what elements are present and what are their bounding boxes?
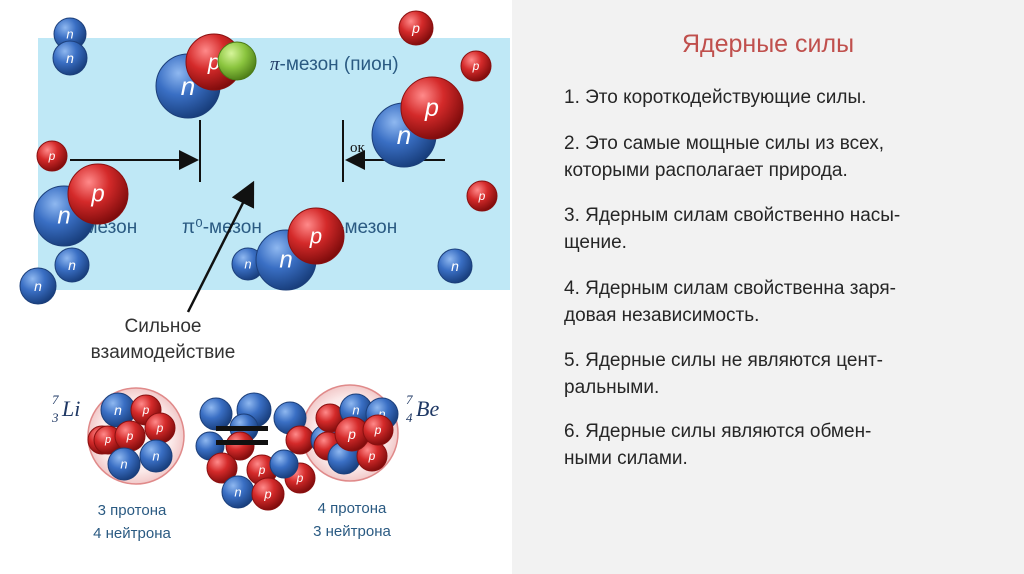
proton-sphere: p <box>37 141 67 171</box>
neutron-letter: n <box>68 257 76 273</box>
proton-sphere: p <box>252 478 284 510</box>
neutron-sphere: n <box>20 268 56 304</box>
neutron-sphere <box>200 398 232 430</box>
proton-letter: p <box>347 426 356 442</box>
neutron-letter: n <box>34 278 42 294</box>
neutron-letter: n <box>120 457 127 472</box>
proton-sphere: p <box>461 51 491 81</box>
be-neutrons: 3 нейтрона <box>313 523 391 540</box>
property-5: 5. Ядерные силы не являются цент- ральны… <box>564 347 994 401</box>
proton-sphere: p <box>288 208 344 264</box>
neutron-letter: n <box>152 449 159 464</box>
neutron-sphere: n <box>53 41 87 75</box>
neutron-letter: n <box>66 50 74 66</box>
proton-sphere: p <box>363 415 393 445</box>
proton-letter: p <box>156 421 164 435</box>
neutron-sphere: n <box>438 249 472 283</box>
equals-bar-top <box>216 426 268 431</box>
svg-text:7: 7 <box>52 392 59 407</box>
li-neutrons: 4 нейтрона <box>93 525 171 542</box>
text-panel: Ядерные силы 1. Это короткодействующие с… <box>512 0 1024 574</box>
proton-sphere: p <box>115 421 145 451</box>
nuclear-forces-diagram: π-мезон (пион) π⁺-мезон π⁰-мезон π⁻-мезо… <box>0 0 512 574</box>
proton-letter: p <box>309 224 322 249</box>
pion-label: π-мезон (пион) <box>270 54 399 75</box>
proton-sphere: p <box>399 11 433 45</box>
proton-letter: p <box>104 434 111 446</box>
proton-sphere: p <box>145 413 175 443</box>
neutron-sphere: n <box>108 448 140 480</box>
neutron-letter: n <box>279 247 292 274</box>
proton-letter: p <box>296 471 304 485</box>
diagram-panel: π-мезон (пион) π⁺-мезон π⁰-мезон π⁻-мезо… <box>0 0 512 574</box>
proton-sphere: p <box>467 181 497 211</box>
proton-letter: p <box>472 59 480 73</box>
proton-letter: p <box>258 463 266 477</box>
proton-sphere <box>286 426 314 454</box>
li-protons: 3 протона <box>98 502 167 519</box>
svg-text:4: 4 <box>406 410 413 425</box>
svg-text:Li: Li <box>61 396 80 421</box>
svg-text:Be: Be <box>416 396 439 421</box>
proton-letter: p <box>478 189 486 203</box>
li-symbol: 7 3 Li <box>51 392 80 425</box>
neutron-sphere: n <box>222 476 254 508</box>
pion-sphere <box>218 42 256 80</box>
meson-zero-label: π⁰-мезон <box>182 217 262 238</box>
property-2: 2. Это самые мощные силы из всех, которы… <box>564 130 994 184</box>
neutron-letter: n <box>352 403 359 418</box>
proton-sphere: p <box>401 77 463 139</box>
neutron-letter: n <box>66 27 73 42</box>
neutron-letter: n <box>244 257 251 272</box>
strong-interaction-label-1: Сильное <box>125 316 202 337</box>
svg-text:3: 3 <box>51 410 59 425</box>
proton-letter: p <box>424 94 439 122</box>
proton-sphere: p <box>68 164 128 224</box>
proton-letter: p <box>368 449 376 463</box>
proton-letter: p <box>142 403 150 417</box>
be-protons: 4 протона <box>318 500 387 517</box>
proton-letter: p <box>374 423 382 437</box>
proton-letter: p <box>126 429 134 443</box>
property-4: 4. Ядерным силам свойственна заря- довая… <box>564 275 994 329</box>
neutron-letter: n <box>234 485 241 500</box>
svg-text:7: 7 <box>406 392 413 407</box>
neutron-sphere: n <box>140 440 172 472</box>
be-symbol: 7 4 Be <box>406 392 439 425</box>
proton-letter: p <box>48 149 56 163</box>
neutron-letter: n <box>57 203 70 230</box>
proton-letter: p <box>90 181 104 208</box>
equals-bar-bottom <box>216 440 268 445</box>
strong-interaction-label-2: взаимодействие <box>91 342 236 363</box>
proton-letter: p <box>263 487 271 502</box>
neutron-sphere: n <box>55 248 89 282</box>
proton-letter: p <box>411 20 420 36</box>
neutron-letter: n <box>114 402 122 418</box>
neutron-sphere <box>270 450 298 478</box>
neutron-letter: n <box>451 258 459 274</box>
property-3: 3. Ядерным силам свойственно насы- щение… <box>564 202 994 256</box>
property-6: 6. Ядерные силы являются обмен- ными сил… <box>564 418 994 472</box>
page-title: Ядерные силы <box>512 30 1024 59</box>
property-1: 1. Это короткодействующие силы. <box>564 84 994 111</box>
